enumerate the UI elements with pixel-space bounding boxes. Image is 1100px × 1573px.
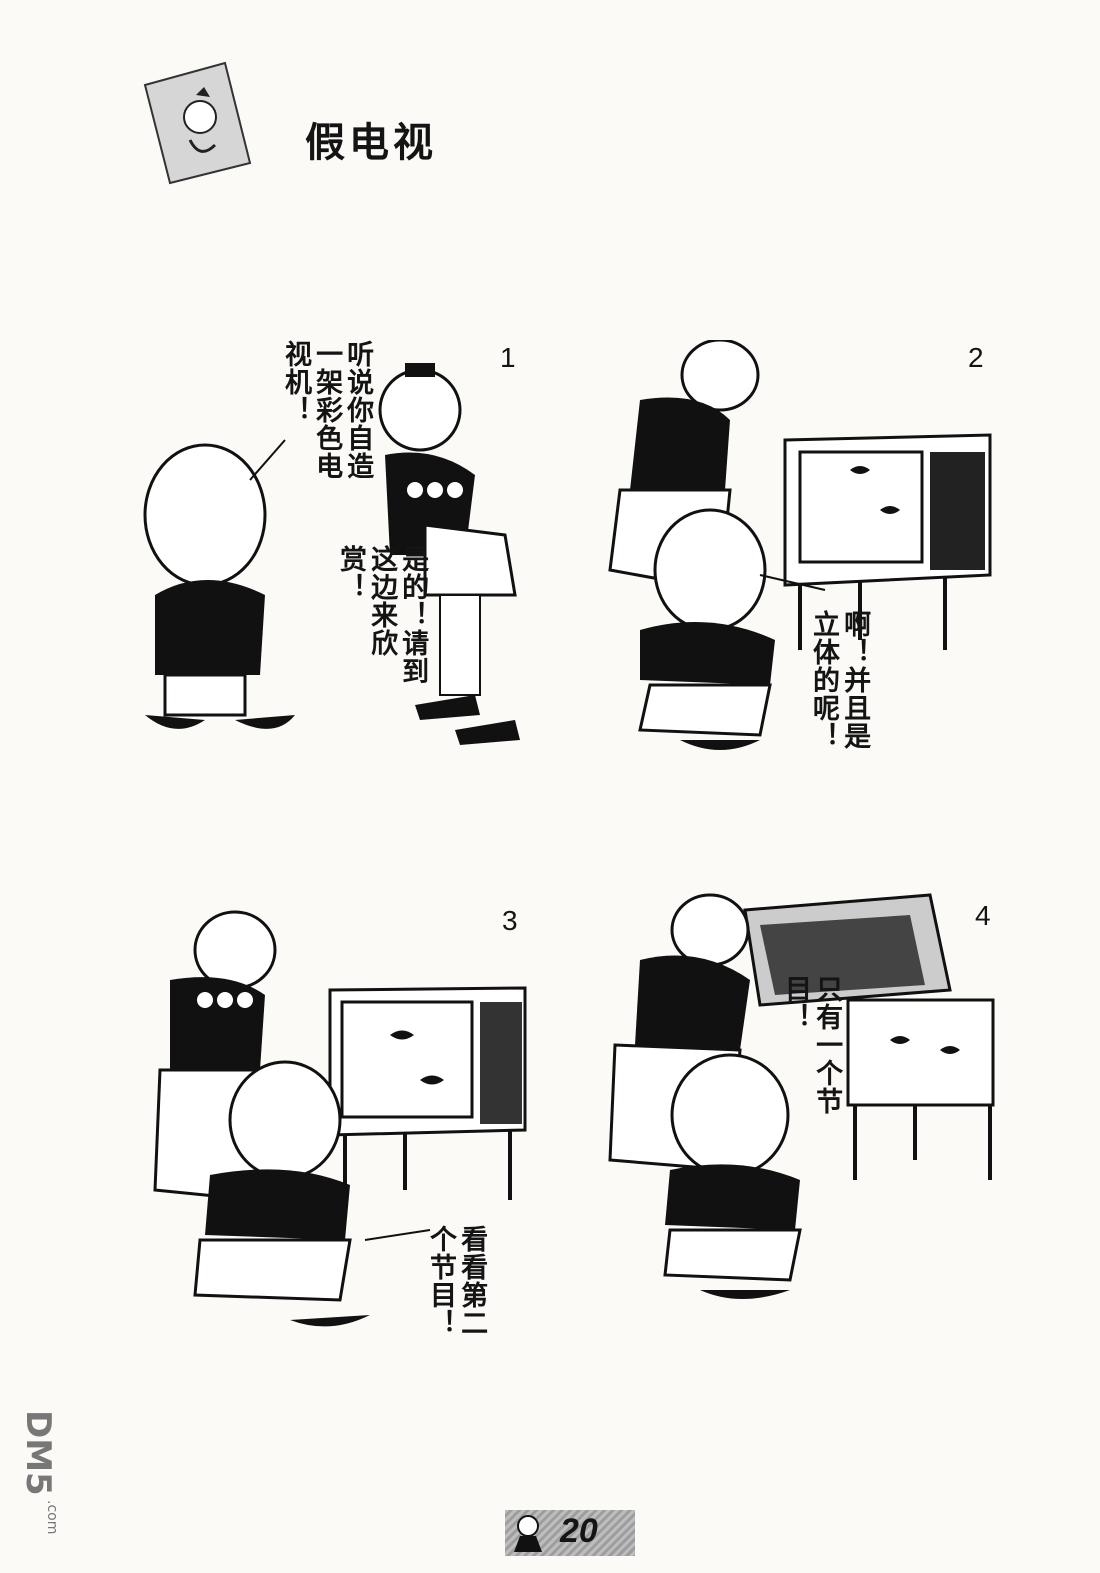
title-illustration-icon: [130, 55, 260, 185]
panel-4-illustration: [600, 890, 1000, 1320]
panel-number-3: 3: [502, 905, 518, 936]
mascot-icon: [508, 1512, 548, 1554]
watermark-domain: .com: [44, 1500, 60, 1535]
panel-number-4: 4: [975, 900, 991, 931]
speech-bubble-1b: 是的！请到这边来欣赏！: [335, 545, 429, 685]
panel-number-1: 1: [500, 342, 516, 373]
speech-bubble-2: 啊！并且是立体的呢！: [808, 610, 871, 750]
panel-number-2: 2: [968, 342, 984, 373]
page-title: 假电视: [305, 120, 437, 166]
page-number: 20: [560, 1512, 598, 1550]
speech-bubble-4: 只有一个节目！: [780, 975, 843, 1115]
panel-3-illustration: [150, 900, 540, 1370]
speech-bubble-1a: 听说你自造一架彩色电视机！: [280, 340, 374, 480]
panel-1-illustration: [135, 355, 555, 765]
watermark-logo: DM5: [18, 1410, 58, 1496]
panel-2-illustration: [600, 340, 1000, 780]
speech-bubble-3: 看看第二个节目！: [425, 1225, 488, 1337]
